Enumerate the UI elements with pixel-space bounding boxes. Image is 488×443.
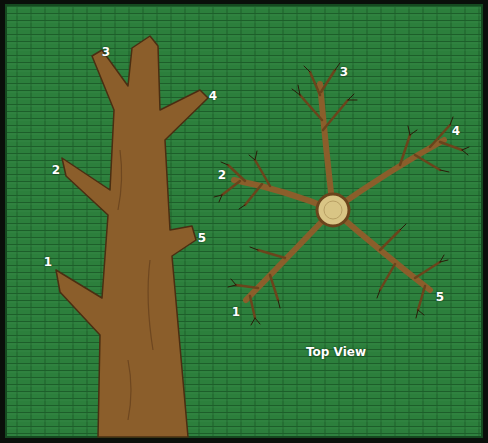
view-caption: Top View <box>306 345 366 359</box>
callout-number: 2 <box>52 163 60 177</box>
green-ground <box>6 5 482 437</box>
callout-number: 1 <box>44 255 52 269</box>
callout-number: 2 <box>218 168 226 182</box>
callout-number: 4 <box>209 89 217 103</box>
side-trunk <box>56 36 208 437</box>
callout-number: 1 <box>232 305 240 319</box>
callout-number: 5 <box>198 231 206 245</box>
callout-number: 3 <box>340 65 348 79</box>
top-view-branches <box>214 63 469 325</box>
trunk-cross-section <box>317 194 349 226</box>
callout-number: 3 <box>102 45 110 59</box>
callout-number: 5 <box>436 290 444 304</box>
callout-number: 4 <box>452 124 460 138</box>
